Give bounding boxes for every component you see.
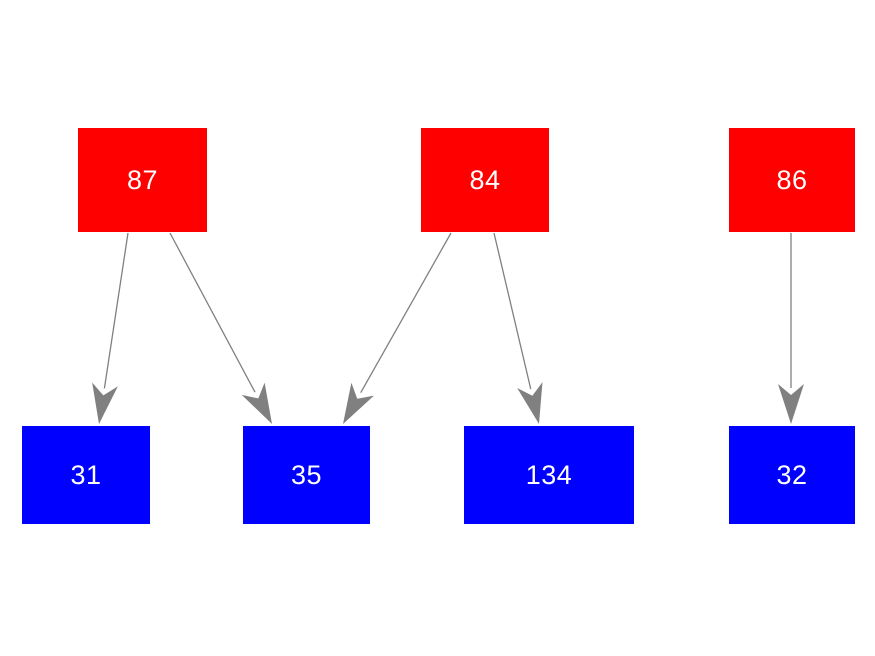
graph-node-label: 87	[126, 164, 159, 195]
graph-node-label: 35	[290, 459, 323, 490]
arrowhead-icon	[92, 382, 118, 424]
graph-node-35[interactable]: 35	[243, 426, 370, 524]
graph-node-label: 86	[776, 164, 808, 195]
arrowhead-icon	[343, 382, 374, 424]
edge-86-to-32[interactable]	[778, 233, 804, 424]
edge-line	[360, 232, 452, 393]
edge-87-to-31[interactable]	[92, 232, 129, 424]
graph-node-label: 134	[525, 459, 573, 490]
edge-line	[169, 232, 256, 393]
graph-node-label: 32	[776, 459, 808, 490]
edge-84-to-35[interactable]	[343, 232, 452, 424]
graph-node-label: 84	[469, 164, 501, 195]
graph-node-84[interactable]: 84	[421, 128, 549, 232]
graph-node-87[interactable]: 87	[78, 128, 207, 232]
graph-node-32[interactable]: 32	[729, 426, 855, 524]
graph-node-label: 31	[70, 459, 102, 490]
arrowhead-icon	[517, 382, 543, 424]
graph-node-134[interactable]: 134	[464, 426, 634, 524]
arrowhead-icon	[241, 382, 272, 424]
edge-84-to-134[interactable]	[493, 232, 543, 424]
edge-line	[103, 232, 129, 389]
graph-node-86[interactable]: 86	[729, 128, 855, 232]
edge-line	[493, 232, 532, 390]
arrowhead-icon	[778, 384, 804, 424]
graph-node-31[interactable]: 31	[22, 426, 150, 524]
edge-87-to-35[interactable]	[169, 232, 272, 424]
